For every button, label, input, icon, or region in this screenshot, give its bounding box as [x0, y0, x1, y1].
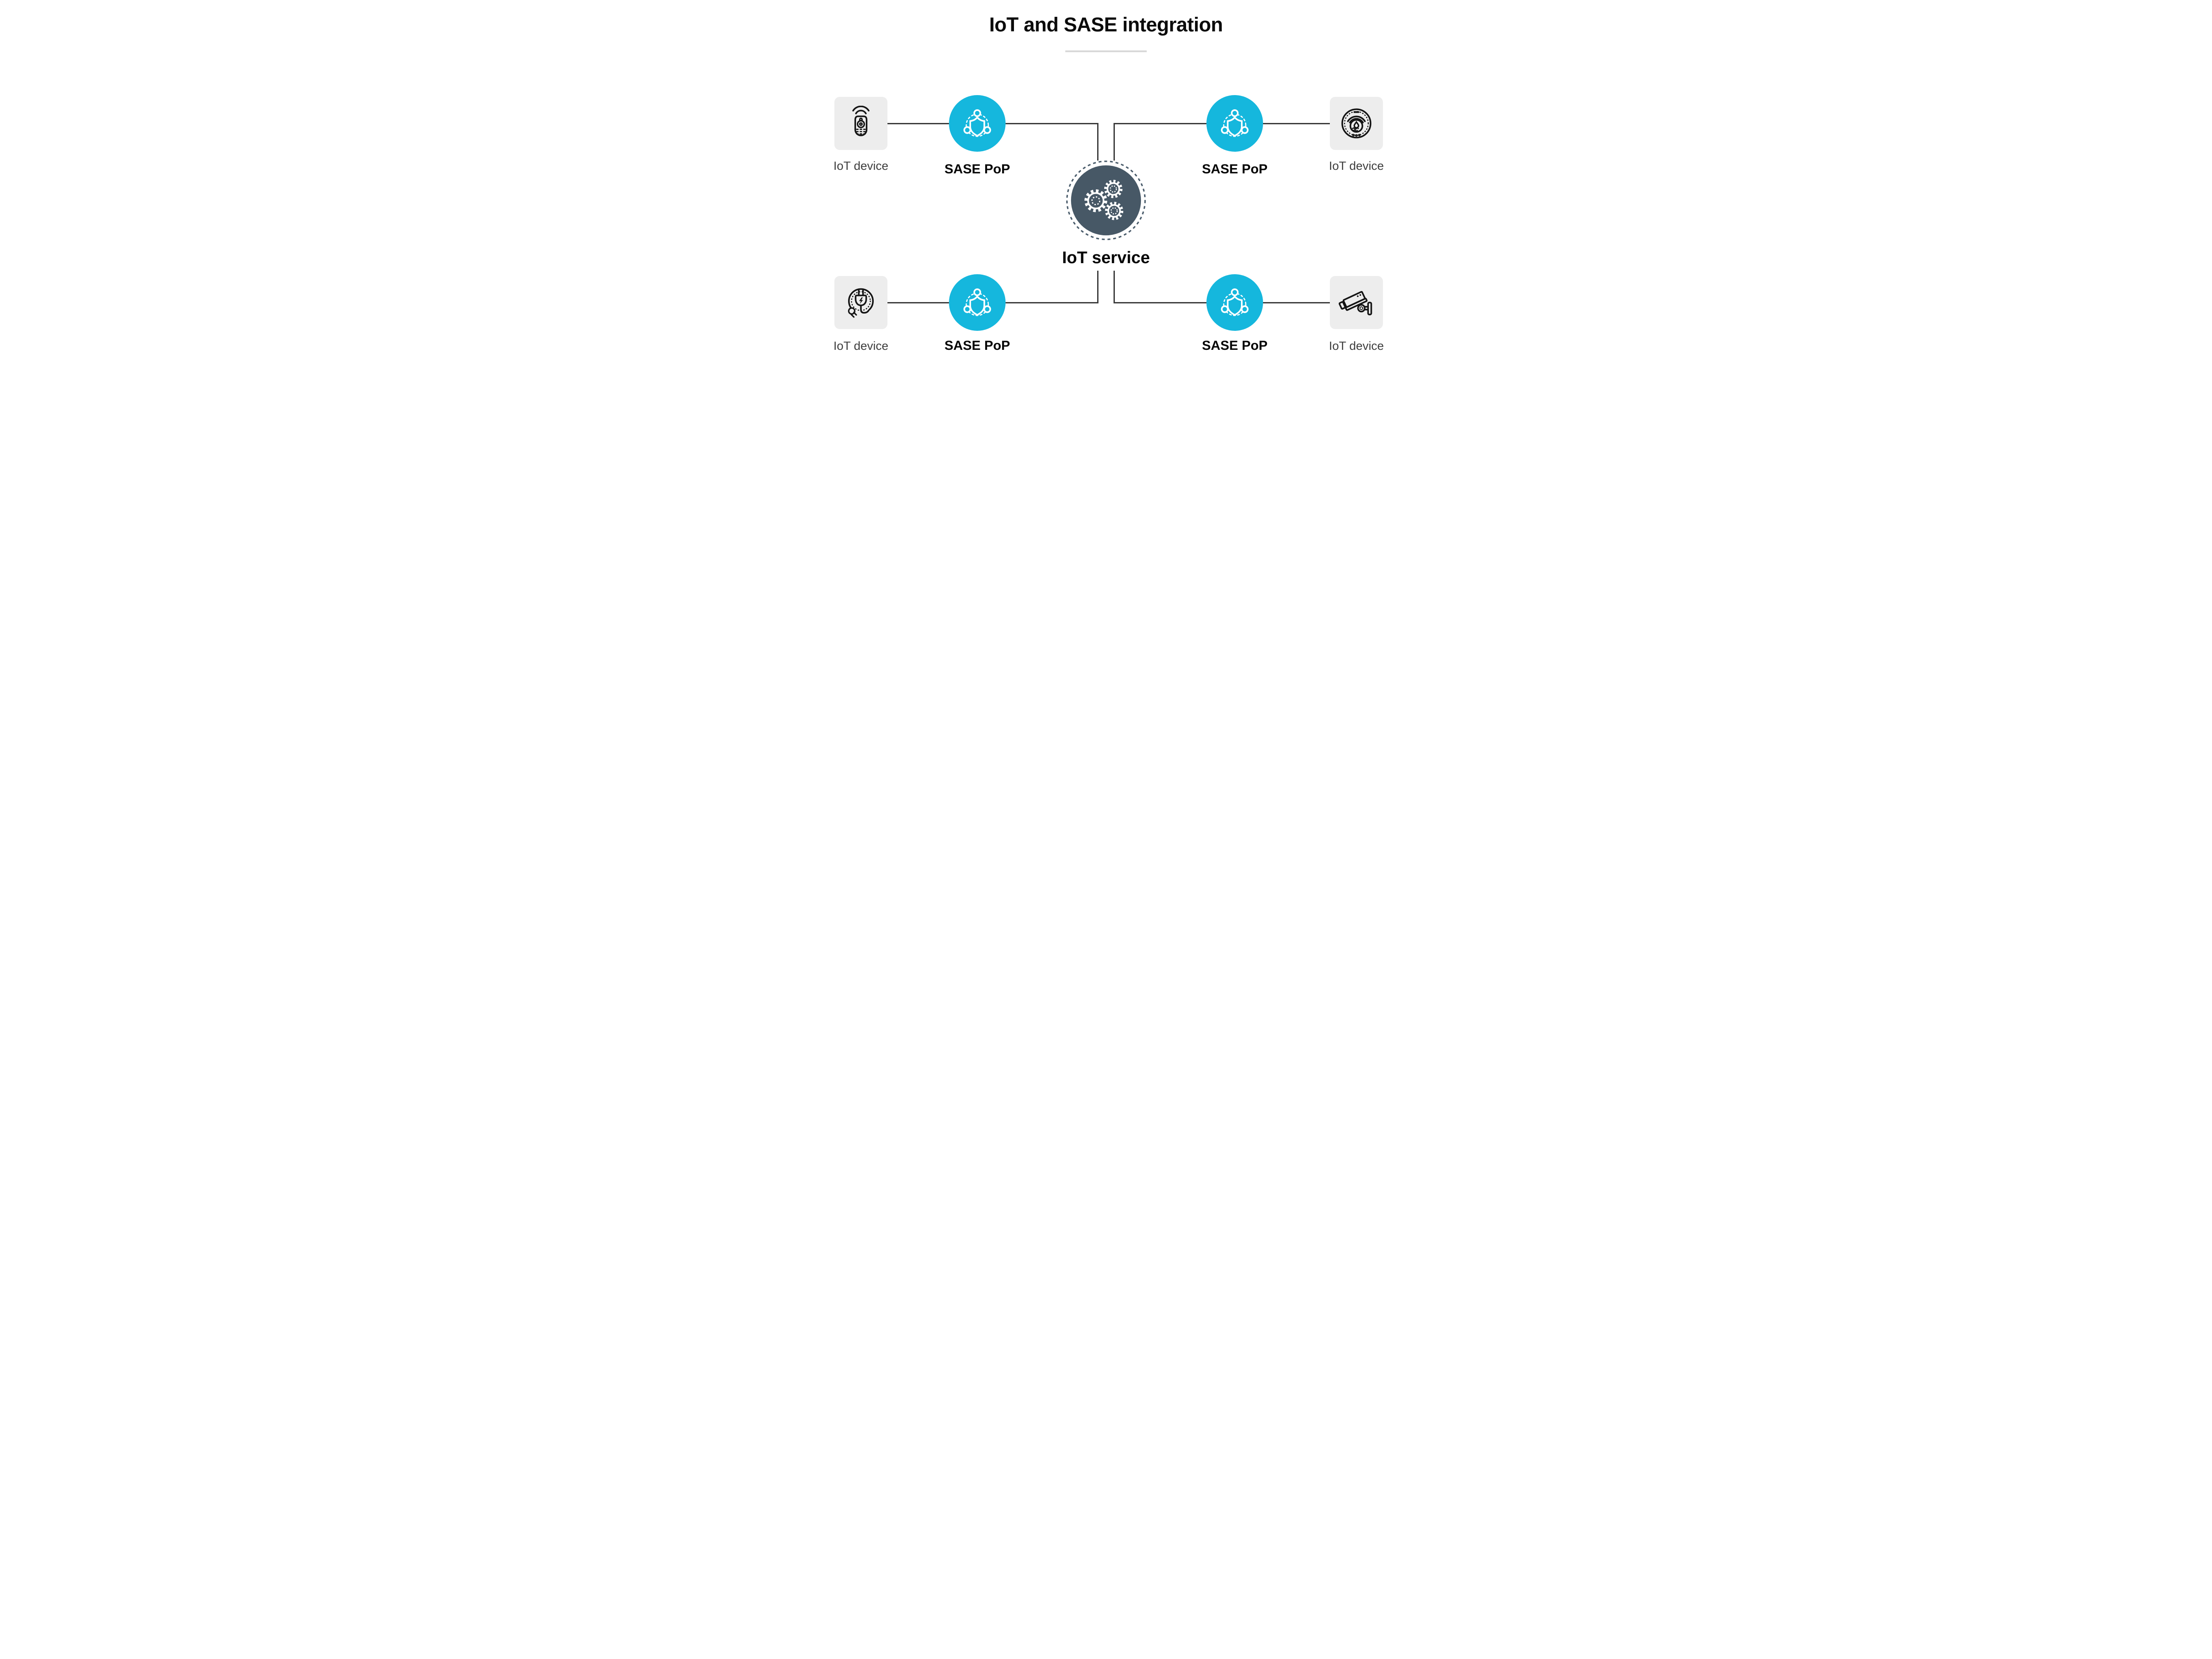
connector-device-tl-pop-tl	[887, 123, 949, 124]
connector-drop-top-right	[1114, 123, 1115, 161]
connector-drop-top-left	[1097, 123, 1098, 161]
sase-pop-node-top-left	[949, 95, 1006, 152]
gears-icon	[1066, 161, 1146, 240]
remote-control-icon	[852, 106, 870, 136]
iot-device-node-top-right	[1330, 97, 1383, 150]
iot-device-node-bottom-left	[834, 276, 887, 329]
device-label-top-right: IoT device	[1329, 159, 1384, 172]
title-underline	[1065, 50, 1147, 52]
sase-pop-node-top-right	[1206, 95, 1263, 152]
device-label-bottom-left: IoT device	[833, 339, 889, 352]
shield-network-icon	[1221, 109, 1249, 137]
iot-service-label: IoT service	[1062, 249, 1150, 267]
connector-pop-tr-center	[1114, 123, 1206, 124]
smart-plug-icon	[848, 288, 874, 318]
shield-network-icon	[963, 109, 991, 137]
device-label-top-left: IoT device	[833, 159, 889, 172]
connector-pop-tr-device-tr	[1263, 123, 1330, 124]
security-camera-icon	[1339, 291, 1372, 315]
iot-device-node-bottom-right	[1330, 276, 1383, 329]
sase-pop-node-bottom-left	[949, 274, 1006, 331]
device-label-bottom-right: IoT device	[1329, 339, 1384, 352]
connector-pop-bl-center	[1006, 302, 1098, 303]
pop-label-top-right: SASE PoP	[1202, 162, 1268, 176]
iot-device-node-top-left	[834, 97, 887, 150]
pop-label-bottom-left: SASE PoP	[944, 338, 1010, 353]
connector-pop-tl-center	[1006, 123, 1098, 124]
pop-label-top-left: SASE PoP	[944, 162, 1010, 176]
sase-pop-node-bottom-right	[1206, 274, 1263, 331]
water-sensor-icon	[1341, 108, 1371, 138]
page-title: IoT and SASE integration	[989, 13, 1223, 36]
shield-network-icon	[1221, 288, 1249, 316]
connector-pop-br-center	[1114, 302, 1206, 303]
connector-rise-bottom-right	[1114, 271, 1115, 303]
iot-service-node	[1065, 160, 1147, 241]
shield-network-icon	[963, 288, 991, 316]
connector-device-bl-pop-bl	[887, 302, 949, 303]
connector-pop-br-device-br	[1263, 302, 1330, 303]
iot-sase-diagram: IoT and SASE integration IoT device	[759, 0, 1453, 390]
pop-label-bottom-right: SASE PoP	[1202, 338, 1268, 353]
connector-rise-bottom-left	[1097, 271, 1098, 303]
